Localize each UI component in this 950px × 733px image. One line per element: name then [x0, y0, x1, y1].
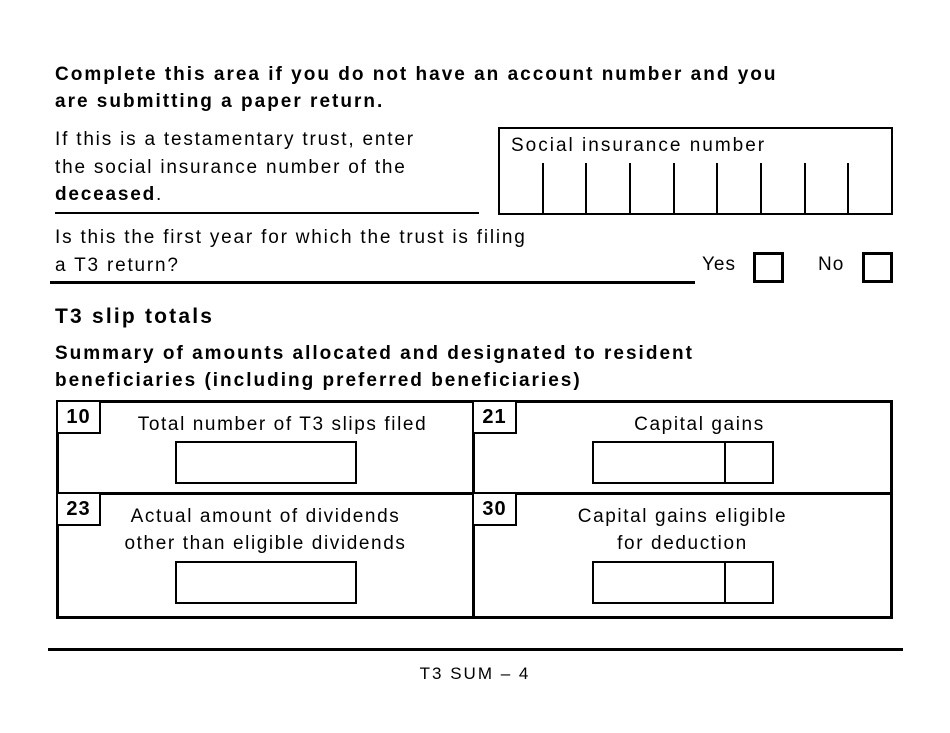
box-23-input[interactable]	[174, 561, 357, 604]
box-21-cents-field[interactable]	[723, 443, 772, 482]
yes-label: Yes	[702, 254, 736, 275]
table-cell-box-21: 21 Capital gains	[472, 400, 890, 495]
box-23-label-line2: other than eligible dividends	[124, 533, 407, 554]
box-21-dollars-field[interactable]	[594, 443, 724, 482]
paragraph-line3-period: .	[156, 184, 164, 205]
question-line2: a T3 return?	[55, 255, 180, 276]
sin-digit-cell[interactable]	[803, 163, 848, 213]
subtitle-line2: beneficiaries (including preferred benef…	[55, 370, 582, 391]
sin-digit-cell[interactable]	[585, 163, 629, 213]
box-30-label: Capital gains eligible for deduction	[475, 503, 890, 557]
box-10-label-line1: Total number of T3 slips filed	[137, 414, 428, 435]
slip-totals-table: 10 Total number of T3 slips filed 21 Cap…	[56, 400, 893, 619]
no-checkbox[interactable]	[862, 252, 893, 283]
sin-digit-cell[interactable]	[760, 163, 804, 213]
question-underline	[50, 281, 695, 284]
box-23-label: Actual amount of dividends other than el…	[59, 503, 472, 557]
first-year-question: Is this the first year for which the tru…	[55, 224, 527, 280]
table-cell-box-23: 23 Actual amount of dividends other than…	[56, 492, 475, 616]
box-10-input[interactable]	[174, 441, 357, 484]
box-30-input[interactable]	[591, 561, 774, 604]
box-30-label-line2: for deduction	[617, 533, 748, 554]
sin-digit-cell[interactable]	[500, 163, 542, 213]
question-line1: Is this the first year for which the tru…	[55, 227, 527, 248]
box-30-label-line1: Capital gains eligible	[577, 506, 788, 527]
box-21-label-line1: Capital gains	[634, 414, 765, 435]
box-10-label: Total number of T3 slips filed	[59, 411, 472, 438]
box-code-30: 30	[472, 492, 517, 526]
sin-digit-cell[interactable]	[847, 163, 891, 213]
no-label: No	[818, 254, 845, 275]
testamentary-trust-paragraph: If this is a testamentary trust, enter t…	[55, 126, 415, 209]
paragraph-line3: deceased.	[55, 181, 415, 209]
box-code-10: 10	[56, 400, 101, 434]
paragraph-line2: the social insurance number of the	[55, 156, 407, 178]
box-30-dollars-field[interactable]	[594, 563, 724, 602]
sin-digit-cell[interactable]	[716, 163, 760, 213]
sin-digit-cell[interactable]	[672, 163, 717, 213]
box-30-cents-field[interactable]	[723, 563, 772, 602]
t3-slip-totals-subtitle: Summary of amounts allocated and designa…	[55, 340, 694, 394]
paragraph-underline	[55, 212, 479, 214]
social-insurance-number-box[interactable]: Social insurance number	[498, 127, 893, 215]
sin-box-label: Social insurance number	[511, 135, 767, 156]
instruction-heading-line2: are submitting a paper return.	[55, 91, 385, 112]
page-number: T3 SUM – 4	[419, 664, 531, 683]
deceased-bold-word: deceased	[55, 184, 157, 205]
section-instruction-heading: Complete this area if you do not have an…	[55, 61, 777, 115]
yes-checkbox[interactable]	[753, 252, 784, 283]
table-cell-box-30: 30 Capital gains eligible for deduction	[472, 492, 890, 616]
table-cell-box-10: 10 Total number of T3 slips filed	[56, 400, 475, 495]
sin-digit-cells[interactable]	[500, 163, 891, 213]
paragraph-line1: If this is a testamentary trust, enter	[55, 129, 415, 150]
subtitle-line1: Summary of amounts allocated and designa…	[55, 343, 694, 364]
box-23-label-line1: Actual amount of dividends	[130, 506, 401, 527]
box-code-21: 21	[472, 400, 517, 434]
instruction-heading-line1: Complete this area if you do not have an…	[55, 64, 778, 85]
sin-digit-cell[interactable]	[629, 163, 673, 213]
box-code-23: 23	[56, 492, 101, 526]
box-21-label: Capital gains	[475, 411, 890, 438]
footer-divider	[48, 648, 903, 651]
sin-digit-cell[interactable]	[541, 163, 586, 213]
box-21-input[interactable]	[591, 441, 774, 484]
t3-slip-totals-title: T3 slip totals	[55, 305, 215, 328]
